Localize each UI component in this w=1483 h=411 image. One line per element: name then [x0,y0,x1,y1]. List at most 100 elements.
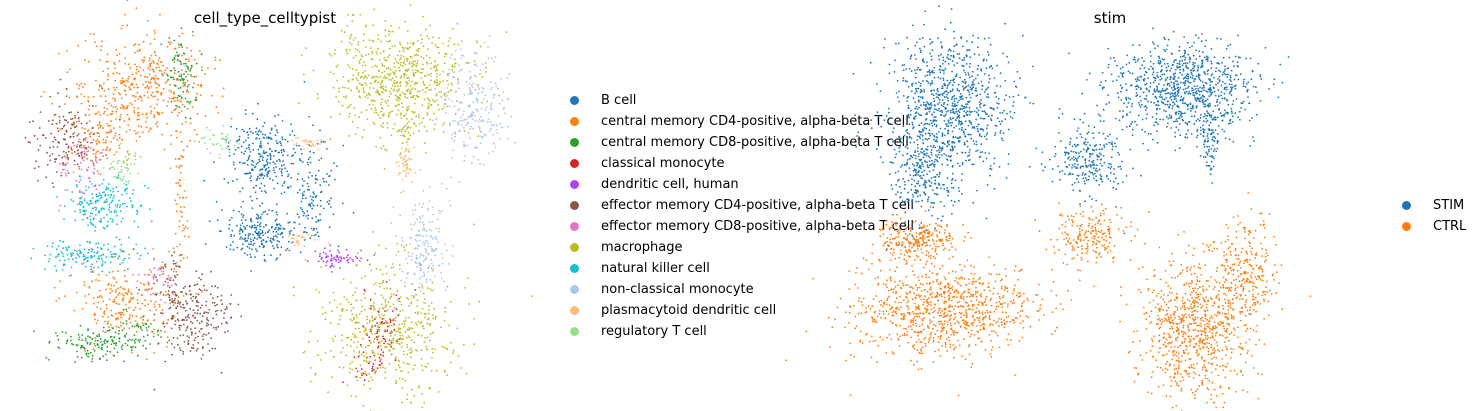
data-point [929,52,932,55]
data-point [245,172,248,175]
data-point [250,179,252,182]
data-point [965,159,967,162]
data-point [857,131,860,134]
data-point [913,164,916,167]
data-point [278,151,280,154]
data-point [257,216,260,219]
data-point [281,174,283,177]
data-point [279,140,281,143]
data-point [971,92,974,95]
data-point [996,84,998,87]
data-point [954,112,956,115]
data-point [980,69,983,72]
data-point [958,111,961,114]
data-point [250,163,253,166]
data-point [240,236,242,239]
data-point [1058,108,1061,110]
data-point [213,161,216,164]
data-point [929,108,931,110]
data-point [262,152,265,154]
data-point [256,133,259,136]
data-point [915,72,917,75]
data-point [275,140,278,142]
data-point [911,123,914,126]
data-point [262,125,264,128]
data-point [918,114,921,116]
data-point [902,95,905,97]
data-point [243,152,245,155]
data-point [957,141,960,143]
data-point [247,156,250,159]
data-point [956,53,959,56]
data-point [264,164,267,167]
data-point [267,170,270,173]
data-point [251,112,254,115]
data-point [972,34,975,37]
data-point [882,161,884,164]
data-point [930,106,932,109]
data-point [281,168,283,171]
data-point [956,117,958,120]
data-point [265,160,268,163]
data-point [280,170,283,173]
data-point [941,99,944,101]
data-point [294,151,296,154]
data-point [297,173,300,175]
data-point [284,167,286,170]
data-point [270,138,273,141]
data-point [276,236,278,238]
data-point [902,77,905,79]
data-point [988,81,990,84]
data-point [286,154,289,157]
data-point [265,167,268,170]
data-point [941,62,944,65]
data-point [243,130,246,133]
data-point [896,96,899,99]
data-point [286,140,289,143]
data-point [227,141,230,144]
data-point [262,177,265,180]
data-point [936,96,938,99]
data-point [977,37,980,39]
data-point [290,123,292,126]
data-point [937,131,940,133]
scatter-plot-celltype [24,0,534,411]
data-point [252,132,255,135]
data-point [949,50,952,52]
data-point [246,163,249,166]
data-point [229,248,232,251]
data-point [283,164,285,166]
data-point [262,156,264,159]
data-point [947,91,950,94]
data-point [963,133,966,135]
data-point [278,168,281,170]
data-point [939,200,942,203]
data-point [975,143,978,146]
data-point [277,114,280,116]
data-point [1002,132,1005,135]
data-point [935,133,938,135]
data-point [225,139,228,141]
data-point [966,140,969,143]
data-point [242,141,245,144]
data-point [921,37,924,39]
data-point [242,200,245,203]
data-point [994,132,997,134]
data-point [976,127,979,130]
data-point [924,10,927,13]
data-point [884,38,886,40]
data-point [933,100,936,103]
data-point [980,80,983,83]
data-point [252,186,255,189]
data-point [989,174,991,177]
data-point [259,155,262,158]
data-point [898,90,900,93]
data-point [241,128,244,131]
data-point [939,77,942,80]
data-point [964,128,967,131]
data-point [274,124,277,127]
data-point [247,134,250,136]
data-point [975,87,977,90]
